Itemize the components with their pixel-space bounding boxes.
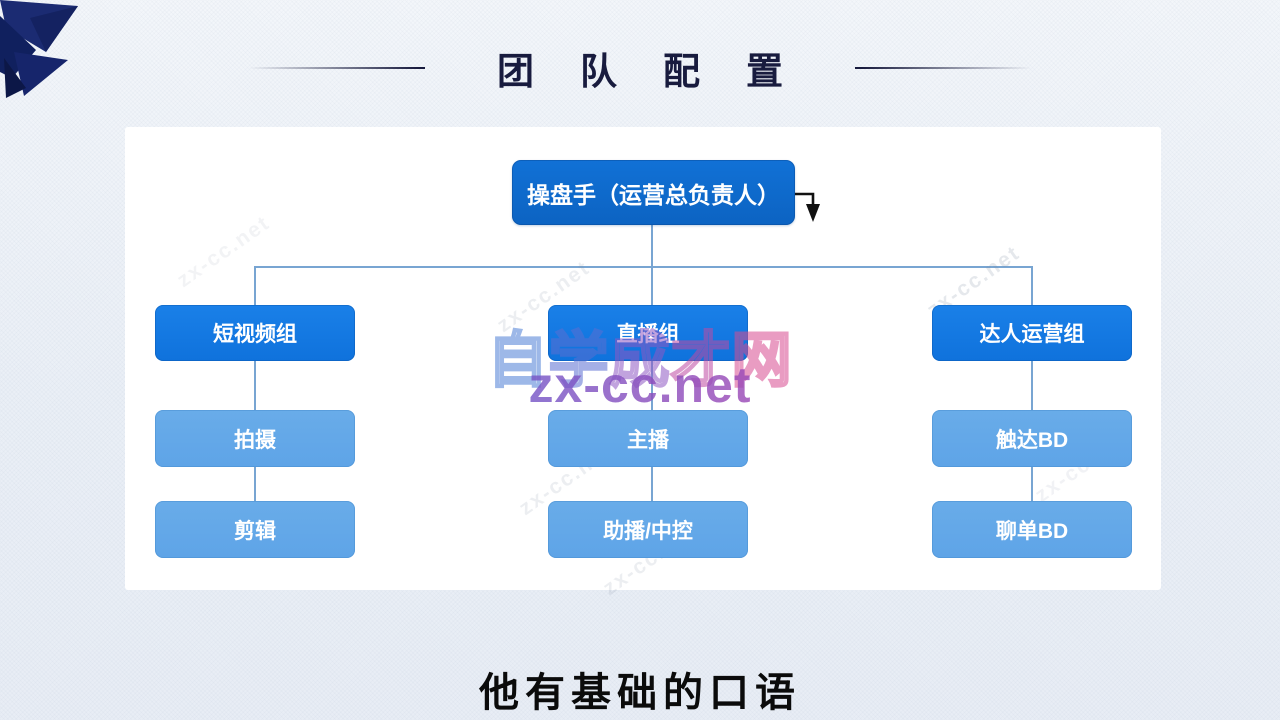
org-root-box: 操盘手（运营总负责人） bbox=[512, 160, 795, 225]
org-child-box: 拍摄 bbox=[155, 410, 355, 467]
org-group-box: 直播组 bbox=[548, 305, 748, 361]
title-divider-left bbox=[249, 67, 425, 69]
connector-root-drop bbox=[651, 225, 653, 266]
title-row: 团队配置 bbox=[0, 38, 1280, 98]
elbow-arrow-icon bbox=[795, 192, 820, 222]
org-group-box: 短视频组 bbox=[155, 305, 355, 361]
connector-left-drop bbox=[254, 268, 256, 305]
connector-left-r2r3 bbox=[254, 467, 256, 501]
ribbon-decoration-icon bbox=[0, 0, 78, 98]
connector-horizontal bbox=[254, 266, 1033, 268]
org-child-box: 剪辑 bbox=[155, 501, 355, 558]
connector-right-r1r2 bbox=[1031, 361, 1033, 410]
connector-mid-drop bbox=[651, 268, 653, 305]
org-group-box: 达人运营组 bbox=[932, 305, 1132, 361]
page-title: 团队配置 bbox=[497, 52, 829, 93]
connector-right-r2r3 bbox=[1031, 467, 1033, 501]
org-child-box: 触达BD bbox=[932, 410, 1132, 467]
connector-mid-r2r3 bbox=[651, 467, 653, 501]
connector-left-r1r2 bbox=[254, 361, 256, 410]
subtitle-caption: 他有基础的口语 bbox=[479, 670, 801, 715]
connector-right-drop bbox=[1031, 268, 1033, 305]
connector-mid-r1r2 bbox=[651, 361, 653, 410]
org-child-box: 聊单BD bbox=[932, 501, 1132, 558]
org-child-box: 主播 bbox=[548, 410, 748, 467]
title-divider-right bbox=[855, 67, 1031, 69]
org-child-box: 助播/中控 bbox=[548, 501, 748, 558]
